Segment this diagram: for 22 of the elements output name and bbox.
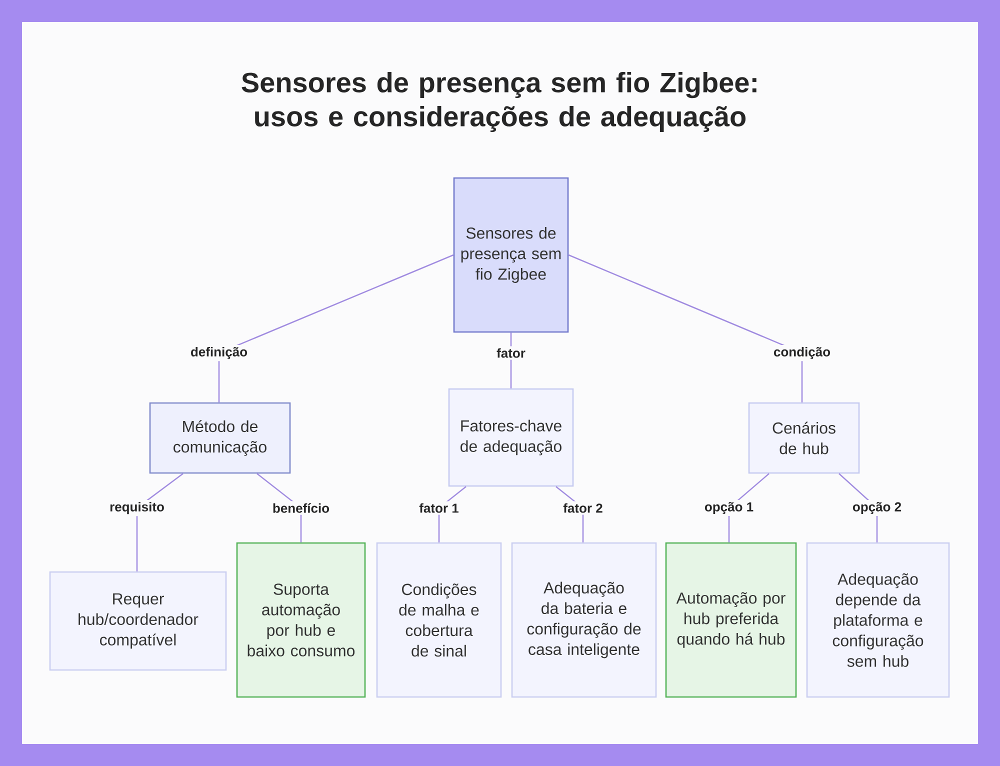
concept-box: Automação por hub preferida quando há hub — [665, 542, 797, 698]
concept-box: Sensores de presença sem fio Zigbee — [453, 177, 569, 333]
edge-label: condição — [771, 344, 833, 362]
edge-label: fator 1 — [417, 501, 461, 515]
edge-label: opção 2 — [850, 500, 904, 516]
connector — [218, 254, 454, 402]
concept-box: Adequação da bateria e configuração de casa inteligente — [511, 542, 657, 698]
concept-box: Adequação depende da plataforma e configuração sem hub — [806, 542, 950, 698]
concept-box: Requer hub/coordenador compatível — [49, 571, 227, 671]
edge-label: benefício — [270, 501, 332, 515]
edge-label: fator — [494, 346, 528, 360]
concept-box: Cenários de hub — [748, 402, 860, 474]
concept-box: Método de comunicação — [149, 402, 291, 474]
concept-box: Condições de malha e cobertura de sinal — [376, 542, 502, 698]
concept-box: Suporta automação por hub e baixo consumo — [236, 542, 366, 698]
edge-label: requisito — [108, 500, 166, 516]
connector — [568, 254, 803, 402]
edge-label: opção 1 — [702, 500, 756, 516]
edge-label: fator 2 — [561, 501, 605, 515]
title: Sensores de presença sem fio Zigbee: usos e considerações de adequação — [242, 72, 756, 132]
edge-label: definição — [188, 344, 250, 362]
concept-box: Fatores-chave de adequação — [448, 388, 574, 487]
